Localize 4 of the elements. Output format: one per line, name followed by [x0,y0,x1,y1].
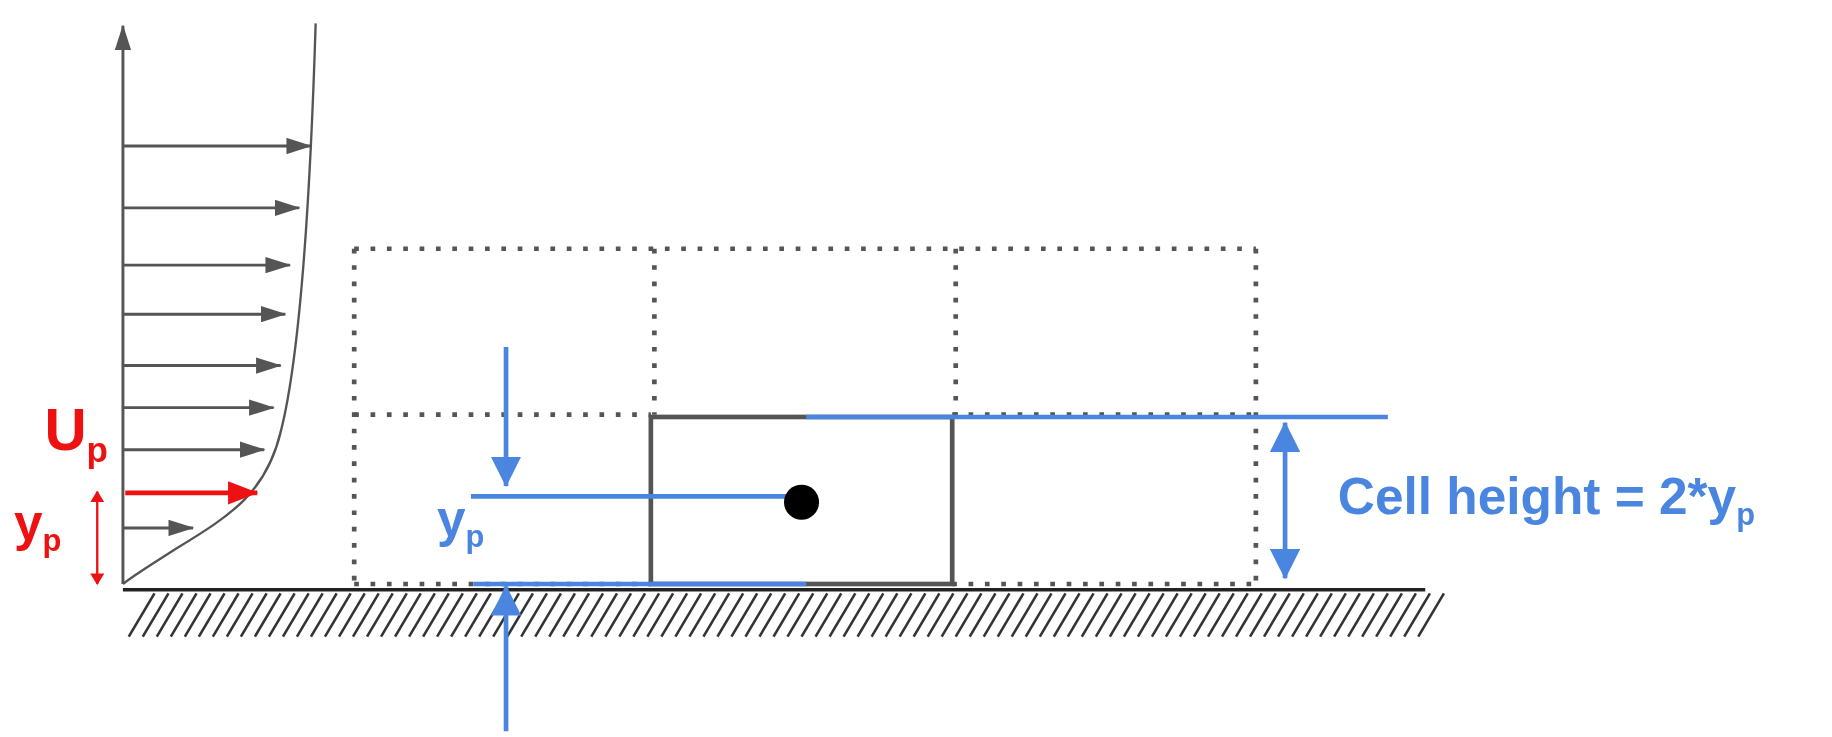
formula-label: Cell height = 2*y$_{p}$ [1337,470,1755,531]
symbol-label: y$_{p}$ [14,496,62,557]
symbol-label: y$_{p}$ [436,493,485,553]
symbol-label: U$_{p}$ [44,400,108,468]
